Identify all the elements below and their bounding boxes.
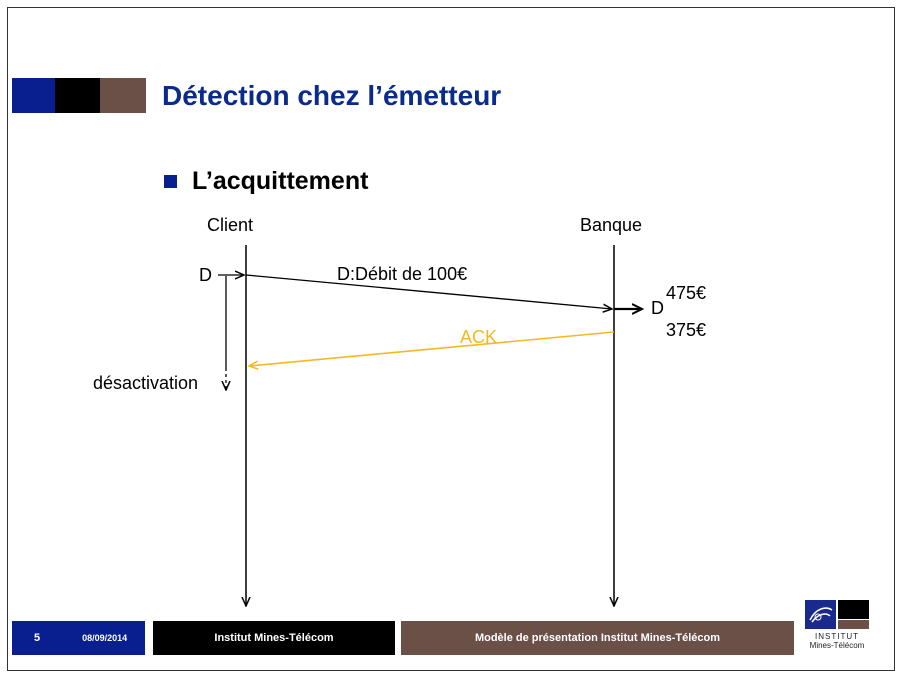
footer-template-box: Modèle de présentation Institut Mines-Té… (401, 621, 794, 655)
client-label: Client (207, 215, 254, 235)
page-number: 5 (34, 632, 41, 644)
bullet-square-icon (164, 175, 177, 188)
ack-arrow (249, 331, 615, 366)
slide-title: Détection chez l’émetteur (162, 80, 502, 111)
ack-label: ACK (460, 327, 498, 347)
footer-page-box: 5 08/09/2014 (12, 621, 145, 655)
header-block-brown (100, 78, 146, 113)
deactivation-label: désactivation (93, 373, 199, 393)
logo-line1: INSTITUT (815, 632, 859, 641)
send-label: D (199, 265, 212, 285)
bank-label: Banque (580, 215, 643, 235)
logo-line2: Mines-Télécom (809, 641, 865, 650)
header-block-black (55, 78, 100, 113)
footer-institution-box: Institut Mines-Télécom (153, 621, 395, 655)
message-arrow (245, 274, 612, 309)
footer-institution: Institut Mines-Télécom (214, 632, 334, 644)
footer-template: Modèle de présentation Institut Mines-Té… (474, 632, 721, 644)
receive-label: D (651, 298, 664, 318)
header-block-navy (12, 78, 55, 113)
message-label: D:Débit de 100€ (337, 264, 468, 284)
balance-before: 475€ (666, 283, 707, 303)
slide-frame (7, 7, 895, 671)
institut-logo-icon (805, 600, 869, 629)
footer-date: 08/09/2014 (82, 633, 128, 643)
logo-text: INSTITUT Mines-Télécom (804, 632, 870, 650)
bullet-heading: L’acquittement (192, 167, 369, 195)
balance-after: 375€ (666, 320, 707, 340)
